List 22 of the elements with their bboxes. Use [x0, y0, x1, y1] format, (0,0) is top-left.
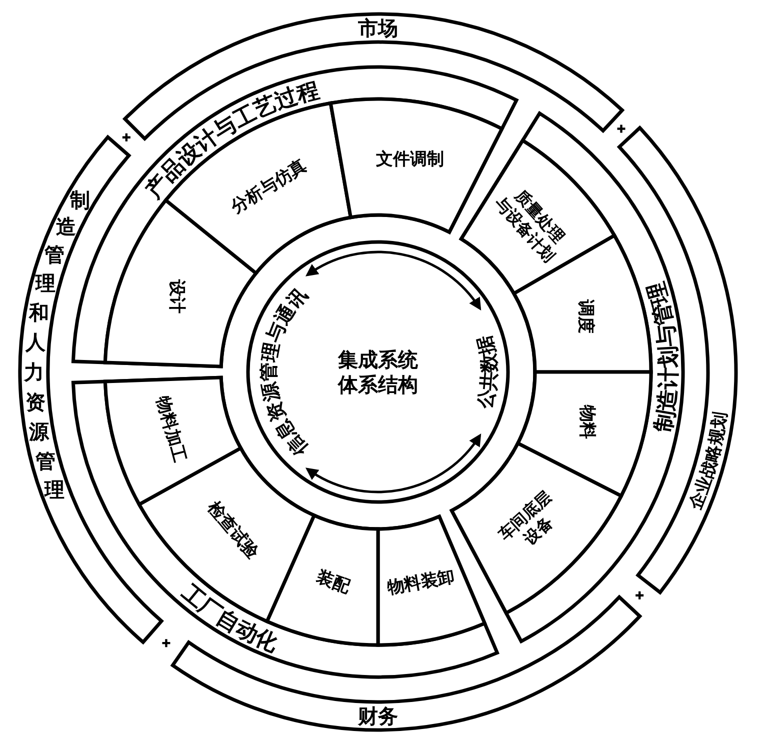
- segment-label: 物料: [577, 405, 598, 440]
- ring-label: 信息资源管理与通讯: [258, 284, 312, 460]
- double-arrow: [305, 434, 482, 494]
- segment-label: 物料加工: [152, 394, 190, 465]
- segment-label: 物料装卸: [386, 566, 456, 598]
- segment-label: 设计: [166, 280, 187, 314]
- segment-label: 文件调制: [376, 149, 444, 170]
- band-label: 制造管理和人力资源管理: [24, 188, 90, 502]
- segment-label: 装配: [314, 567, 353, 598]
- segment-label: 调度: [576, 299, 596, 334]
- segment-label: 分析与仿真: [228, 156, 310, 218]
- segment-label: 车间底层设备: [494, 486, 556, 548]
- band-label: 企业战略规划: [686, 410, 731, 513]
- band-label: 市场: [358, 16, 398, 40]
- segment-label: 质量处理与设备计划: [491, 186, 569, 266]
- hub-label: 集成系统体系结构: [338, 348, 418, 396]
- band-title: 工厂自动化: [176, 580, 282, 657]
- ring-label: 公共数据: [473, 333, 501, 411]
- segment-label: 检查试验: [203, 498, 262, 563]
- band-label: 财务: [358, 704, 398, 728]
- double-arrow: [305, 250, 482, 310]
- band-title: 制造计划与管理: [644, 279, 682, 434]
